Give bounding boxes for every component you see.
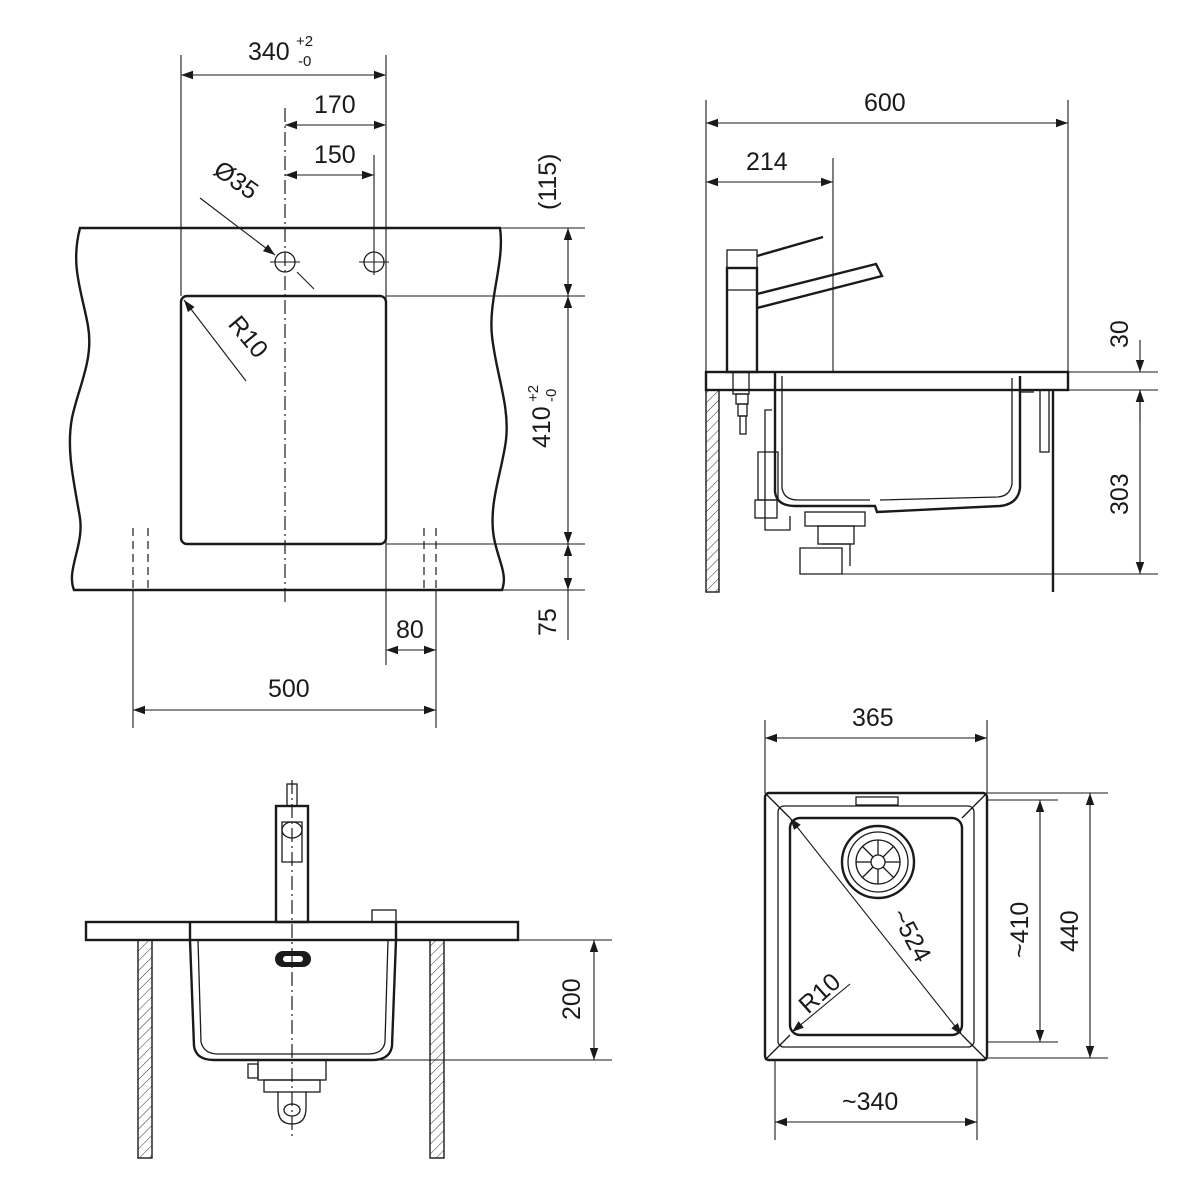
dim-cutout-width-tol-minus: -0 xyxy=(298,53,311,70)
bowl-section xyxy=(773,372,1022,514)
dim-30: 30 xyxy=(1106,320,1134,348)
dim-cutout-width-tol-plus: +2 xyxy=(296,33,313,50)
dim-115: (115) xyxy=(534,153,562,210)
dim-cutout-radius: R10 xyxy=(223,311,274,364)
dim-200: 200 xyxy=(558,978,586,1020)
drain-outer xyxy=(840,824,916,900)
bowl-rim-outer xyxy=(763,791,989,1062)
dim-600: 600 xyxy=(864,89,906,117)
worktop-section xyxy=(704,370,1070,392)
dim-410: ~410 xyxy=(1006,902,1034,958)
sink-cutout xyxy=(179,294,388,546)
dim-303: 303 xyxy=(1106,473,1134,515)
dim-diagonal: ~524 xyxy=(885,904,936,967)
dim-170: 170 xyxy=(314,91,356,119)
dim-340: ~340 xyxy=(842,1088,898,1116)
dim-cutout-width: 340 xyxy=(248,38,290,66)
dim-214: 214 xyxy=(746,148,788,176)
dim-bowl-radius: R10 xyxy=(793,968,846,1020)
dim-cutout-height: 410 xyxy=(528,406,556,448)
dim-500: 500 xyxy=(268,675,310,703)
bowl-plan-view: ~524 R10 365 ~340 ~410 440 xyxy=(763,704,1108,1140)
top-view-cutout: 340 +2 -0 170 150 Ø35 R10 (115) 410 +2 -… xyxy=(68,33,585,728)
worktop-front xyxy=(84,920,520,942)
tap-body xyxy=(725,266,759,374)
worktop-outline xyxy=(68,226,508,592)
side-view-section: 600 214 30 303 xyxy=(704,89,1158,593)
dim-365: 365 xyxy=(852,704,894,732)
dim-150: 150 xyxy=(314,141,356,169)
dim-440: 440 xyxy=(1056,910,1084,952)
cabinet-wall-left xyxy=(705,389,720,593)
dim-cutout-height-tol-plus: +2 xyxy=(525,385,542,402)
cabinet-leg-right xyxy=(429,939,445,1159)
drain-grate xyxy=(856,840,900,884)
dim-cutout-height-tol-minus: -0 xyxy=(543,389,560,402)
bowl-front xyxy=(188,922,398,1062)
dim-80: 80 xyxy=(396,616,424,644)
dim-75: 75 xyxy=(534,608,562,636)
dim-hole-diameter: Ø35 xyxy=(209,155,264,205)
front-view-section: 200 xyxy=(84,780,612,1159)
cabinet-leg-left xyxy=(137,939,153,1159)
